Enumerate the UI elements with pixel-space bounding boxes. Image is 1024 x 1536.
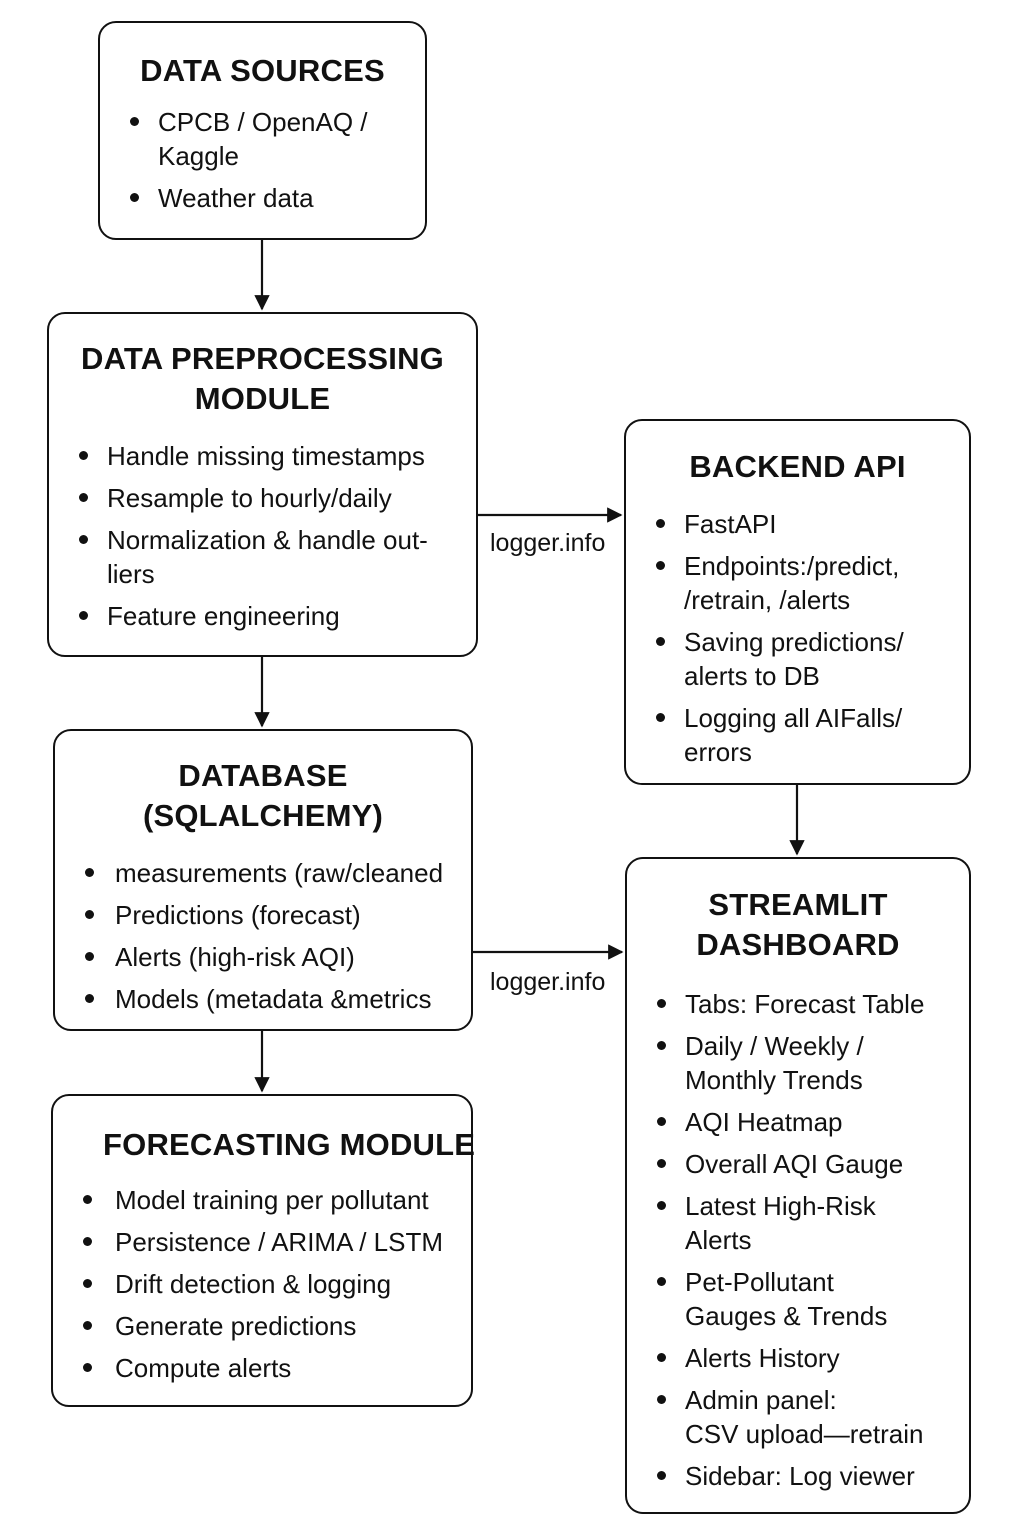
bullet-item-line: Predictions (forecast) <box>115 900 361 930</box>
bullet-item-line: Kaggle <box>158 141 239 171</box>
bullet-item: measurements (raw/cleaned <box>55 856 471 890</box>
bullet-item: AQI Heatmap <box>627 1105 969 1139</box>
bullet-item-line: liers <box>107 559 155 589</box>
bullet-item: Endpoints:/predict, /retrain, /alerts <box>626 549 969 617</box>
bullet-item-line: Resample to hourly/daily <box>107 483 392 513</box>
bullet-item-line: Models (metadata &metrics <box>115 984 432 1014</box>
bullet-item-line: Generate predictions <box>115 1311 357 1341</box>
box-title-line: DASHBOARD <box>696 927 900 962</box>
bullet-item: Logging all AIFalls/errors <box>626 701 969 769</box>
bullet-item-line: Daily / Weekly / <box>685 1031 864 1061</box>
box-title: FORECASTING MODULE <box>53 1125 476 1165</box>
bullet-item: Handle missing timestamps <box>49 439 476 473</box>
bullet-item-line: Normalization & handle out- <box>107 525 428 555</box>
bullet-item: Drift detection & logging <box>53 1267 471 1301</box>
bullet-item: Persistence / ARIMA / LSTM <box>53 1225 471 1259</box>
box-title: DATABASE (SQLALCHEMY) <box>55 756 471 836</box>
bullet-item-line: Sidebar: Log viewer <box>685 1461 915 1491</box>
bullet-item: Compute alerts <box>53 1351 471 1385</box>
bullet-item-line: CPCB / OpenAQ / <box>158 107 368 137</box>
box-title-line: DATA SOURCES <box>140 53 385 88</box>
bullet-item-line: errors <box>684 737 752 767</box>
bullet-item: Admin panel: CSV upload—retrain <box>627 1383 969 1451</box>
data-preprocessing-box: DATA PREPROCESSING MODULE Handle missing t… <box>47 312 478 657</box>
bullet-item: Resample to hourly/daily <box>49 481 476 515</box>
bullet-item-line: AQI Heatmap <box>685 1107 843 1137</box>
box-title-line: FORECASTING MODULE <box>103 1127 476 1162</box>
bullet-item: CPCB / OpenAQ / Kaggle <box>100 105 425 173</box>
bullet-item: Alerts (high-risk AQI) <box>55 940 471 974</box>
bullet-item-line: Alerts History <box>685 1343 840 1373</box>
box-title-line: (SQLALCHEMY) <box>142 798 384 833</box>
bullet-item: Tabs: Forecast Table <box>627 987 969 1021</box>
forecasting-module-box: FORECASTING MODULE Model training per pol… <box>51 1094 476 1407</box>
database-box: DATABASE (SQLALCHEMY) measurements (raw/cl… <box>53 729 473 1031</box>
bullet-item-line: Gauges & Trends <box>685 1301 888 1331</box>
bullet-item-line: Feature engineering <box>107 601 340 631</box>
bullet-item: Sidebar: Log viewer <box>627 1459 969 1493</box>
bullet-item-line: Handle missing timestamps <box>107 441 425 471</box>
bullet-item-line: CSV upload—retrain <box>685 1419 924 1449</box>
bullet-item: Alerts History <box>627 1341 969 1375</box>
backend-api-box: BACKEND API FastAPI Endpoints:/predict, /re… <box>624 419 971 785</box>
bullet-item-line: Saving predictions/ <box>684 627 904 657</box>
bullet-item-line: Weather data <box>158 183 314 213</box>
box-title-line: DATA PREPROCESSING <box>80 341 444 376</box>
bullet-item: Saving predictions/alerts to DB <box>626 625 969 693</box>
bullet-item: FastAPI <box>626 507 969 541</box>
bullet-item-line: Compute alerts <box>115 1353 292 1383</box>
bullet-item: Predictions (forecast) <box>55 898 471 932</box>
box-title: DATA SOURCES <box>100 51 425 91</box>
bullet-item-line: /retrain, /alerts <box>684 585 851 615</box>
bullet-item-line: Tabs: Forecast Table <box>685 989 925 1019</box>
bullet-item-line: Monthly Trends <box>685 1065 863 1095</box>
box-title-line: STREAMLIT <box>708 887 888 922</box>
box-title-line: MODULE <box>194 381 331 416</box>
bullet-item-line: Pet-Pollutant <box>685 1267 834 1297</box>
bullet-item: Normalization & handle out-liers <box>49 523 476 591</box>
bullet-item: Model training per pollutant <box>53 1183 471 1217</box>
bullet-item-line: Admin panel: <box>685 1385 837 1415</box>
bullet-item-line: Endpoints:/predict, <box>684 551 900 581</box>
bullet-item: Generate predictions <box>53 1309 471 1343</box>
bullet-item-line: Model training per pollutant <box>115 1185 429 1215</box>
bullet-item: Weather data <box>100 181 425 215</box>
edge-label-preprocessing-backend: logger.info <box>490 529 606 557</box>
bullet-item: Daily / Weekly / Monthly Trends <box>627 1029 969 1097</box>
bullet-item-line: Overall AQI Gauge <box>685 1149 904 1179</box>
bullet-item-line: alerts to DB <box>684 661 820 691</box>
box-title-line: DATABASE <box>178 758 348 793</box>
bullet-item: Models (metadata &metrics <box>55 982 471 1016</box>
bullet-item-line: Persistence / ARIMA / LSTM <box>115 1227 443 1257</box>
bullet-item-line: Logging all AIFalls/ <box>684 703 903 733</box>
box-title-line: BACKEND API <box>689 449 906 484</box>
bullet-item-line: Drift detection & logging <box>115 1269 392 1299</box>
bullet-item-line: Alerts (high-risk AQI) <box>115 942 355 972</box>
box-title: STREAMLIT DASHBOARD <box>627 885 969 965</box>
bullet-item-line: FastAPI <box>684 509 777 539</box>
bullet-item: Overall AQI Gauge <box>627 1147 969 1181</box>
bullet-item: Feature engineering <box>49 599 476 633</box>
edge-label-database-dashboard: logger.info <box>490 968 606 996</box>
bullet-item-line: Alerts <box>685 1225 752 1255</box>
bullet-item-line: Latest High-Risk <box>685 1191 876 1221</box>
box-title: DATA PREPROCESSING MODULE <box>49 339 476 419</box>
box-item-list: FastAPI Endpoints:/predict, /retrain, /ale… <box>626 507 969 769</box>
bullet-item-line: measurements (raw/cleaned <box>115 858 444 888</box>
box-title: BACKEND API <box>626 447 969 487</box>
